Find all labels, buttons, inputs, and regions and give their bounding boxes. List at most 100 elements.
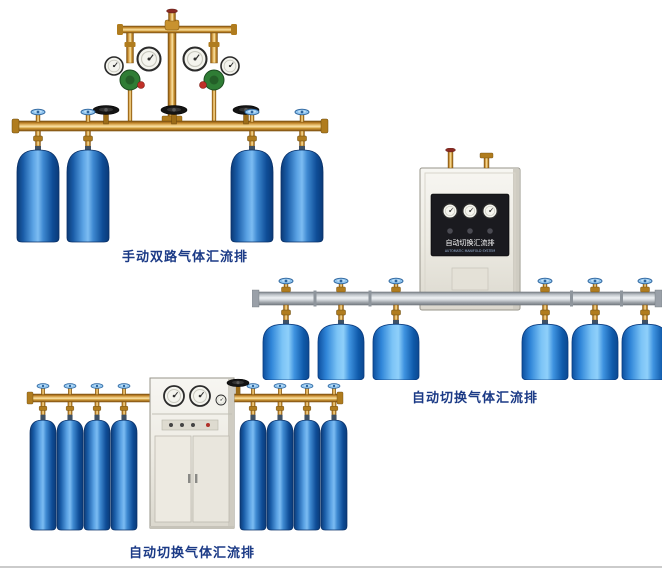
cabinet-door: [154, 435, 192, 523]
pigtail-connector: [391, 304, 401, 327]
cylinder-station: [521, 277, 569, 380]
gas-cylinder: [621, 323, 662, 380]
pressure-gauge: [462, 203, 478, 219]
panel-knob: [467, 228, 473, 234]
cylinder-station: [262, 277, 310, 380]
pigtail-connector: [540, 304, 550, 327]
panel-knob: [487, 228, 493, 234]
pressure-gauge: [136, 46, 162, 72]
top-tee-pipe: [117, 8, 237, 123]
pressure-gauge: [182, 46, 208, 72]
pigtail-connector: [119, 401, 129, 421]
panel-knob: [169, 423, 173, 427]
cylinder-station: [29, 383, 57, 531]
indicator-light: [206, 423, 210, 427]
cylinder-station: [83, 383, 111, 531]
cylinder-valve-handwheel: [294, 108, 310, 123]
pigtail-connector: [83, 130, 93, 153]
gas-cylinder: [571, 323, 619, 380]
pigtail-connector: [92, 401, 102, 421]
cylinder-valve-handwheel: [246, 383, 260, 395]
pigtail-connector: [640, 304, 650, 327]
product-caption: 自动切换气体汇流排: [128, 546, 255, 561]
gas-cylinder: [293, 419, 321, 531]
cylinder-valve-handwheel: [80, 108, 96, 123]
pressure-gauge: [442, 203, 458, 219]
cabinet-vent: [451, 267, 489, 291]
cylinder-station: [239, 383, 267, 531]
manual-dual-manifold-illustration: [11, 8, 329, 243]
gas-cylinder: [16, 149, 60, 243]
gas-cylinder: [317, 323, 365, 380]
top-valve-handle: [166, 8, 178, 14]
cylinder-station: [621, 277, 662, 380]
auto-switch-wall-illustration: 自动切换汇流排 AUTOMATIC MANIFOLD SYSTEM: [252, 148, 662, 380]
pigtail-connector: [65, 401, 75, 421]
pigtail-connector: [281, 304, 291, 327]
cabinet-door: [192, 435, 230, 523]
pressure-gauge: [482, 203, 498, 219]
pigtail-connector: [590, 304, 600, 327]
pigtail-connector: [33, 130, 43, 153]
cylinder-station: [56, 383, 84, 531]
cylinder-station: [266, 383, 294, 531]
pressure-gauge: [220, 56, 240, 76]
gas-cylinder: [110, 419, 138, 531]
cylinder-valve-handwheel: [273, 383, 287, 395]
product-caption: 自动切换气体汇流排: [411, 391, 538, 406]
cylinder-valve-handwheel: [300, 383, 314, 395]
control-cabinet: 自动切换汇流排 AUTOMATIC MANIFOLD SYSTEM: [419, 167, 521, 311]
cabinet-panel-text: 自动切换汇流排: [446, 238, 495, 247]
gas-cylinder: [83, 419, 111, 531]
gas-cylinder: [66, 149, 110, 243]
cylinder-station: [110, 383, 138, 531]
floor-cabinet: [149, 377, 235, 529]
cylinder-station: [320, 383, 348, 531]
cylinder-valve-handwheel: [117, 383, 131, 395]
pigtail-connector: [302, 401, 312, 421]
pigtail-connector: [38, 401, 48, 421]
pressure-gauge: [163, 385, 185, 407]
small-valve-handle: [445, 148, 456, 153]
control-strip: [161, 419, 219, 431]
panel-knob: [180, 423, 184, 427]
cylinder-valve-handwheel: [90, 383, 104, 395]
pressure-regulator-right: [182, 46, 240, 122]
gas-cylinder: [56, 419, 84, 531]
pigtail-connector: [336, 304, 346, 327]
cabinet-top-pipes: [445, 148, 494, 169]
pigtail-connector: [275, 401, 285, 421]
manifold-pipe: [252, 289, 662, 308]
gas-cylinder: [266, 419, 294, 531]
pigtail-connector: [329, 401, 339, 421]
cylinder-valve-handwheel: [36, 383, 50, 395]
bottom-border: [0, 566, 662, 568]
cylinder-station: [571, 277, 619, 380]
product-auto-switch-floor-manifold: 自动切换气体汇流排: [22, 376, 352, 562]
panel-knob: [447, 228, 453, 234]
pressure-regulator-left: [104, 46, 162, 122]
cylinder-station: [317, 277, 365, 380]
pressure-gauge: [215, 394, 227, 406]
pigtail-connector: [248, 401, 258, 421]
gas-cylinder: [29, 419, 57, 531]
gas-cylinder: [320, 419, 348, 531]
gas-cylinder: [521, 323, 569, 380]
pressure-gauge: [189, 385, 211, 407]
gas-cylinder: [262, 323, 310, 380]
door-handle: [188, 474, 191, 483]
gas-cylinder: [239, 419, 267, 531]
pressure-gauge: [104, 56, 124, 76]
cylinder-valve-handwheel: [30, 108, 46, 123]
gas-cylinder: [372, 323, 420, 380]
cylinder-station: [372, 277, 420, 380]
cylinder-valve-handwheel: [63, 383, 77, 395]
cabinet-panel-subtext: AUTOMATIC MANIFOLD SYSTEM: [445, 249, 496, 253]
header-pipe: [11, 118, 329, 134]
product-auto-switch-wall-manifold: 自动切换汇流排 AUTOMATIC MANIFOLD SYSTEM: [252, 148, 662, 406]
auto-switch-floor-illustration: [26, 377, 348, 531]
product-caption: 手动双路气体汇流排: [121, 250, 248, 265]
product-manual-dual-manifold: 手动双路气体汇流排: [8, 6, 338, 265]
panel-knob: [191, 423, 195, 427]
